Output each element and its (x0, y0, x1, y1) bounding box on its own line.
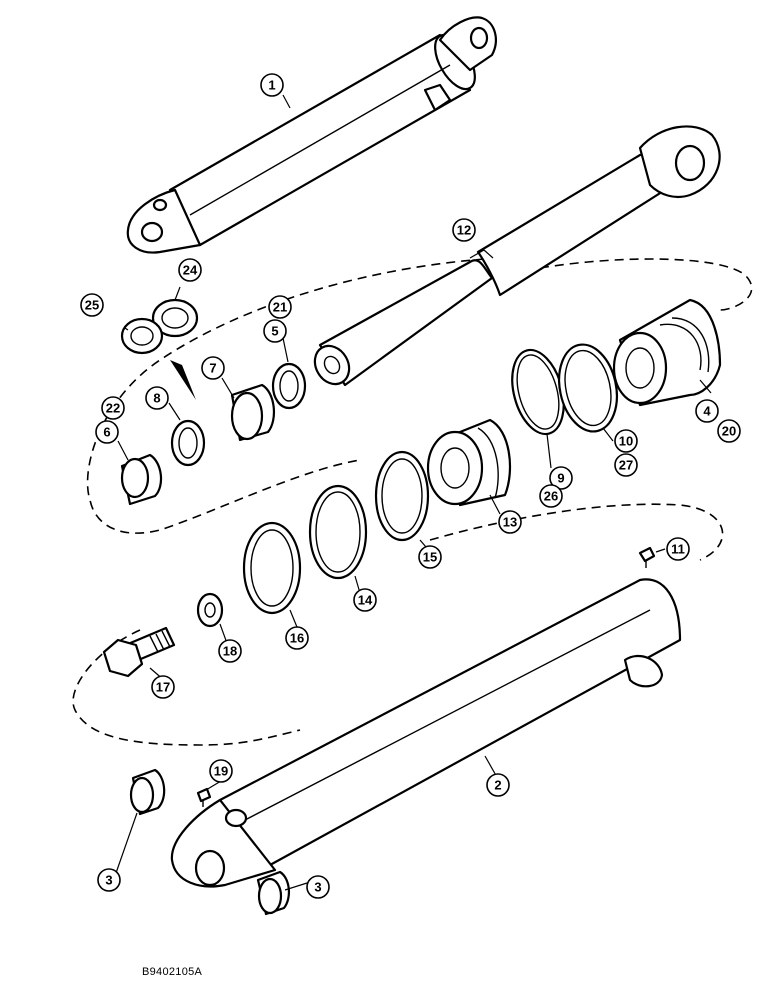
callout-25: 25 (80, 293, 104, 317)
bushing-part-3-left (129, 768, 166, 816)
svg-text:4: 4 (703, 404, 711, 419)
assembly-dashed-outline-upper (86, 257, 753, 534)
cylinder-tube-part-1 (126, 16, 497, 254)
callout-1: 1 (260, 73, 284, 97)
backup-ring-part-10 (558, 343, 618, 433)
callout-24: 24 (178, 258, 202, 282)
svg-text:27: 27 (619, 458, 633, 473)
callout-3-right: 3 (306, 875, 330, 899)
callout-4: 4 (695, 399, 719, 423)
bolt-part-17 (102, 626, 176, 678)
callout-16: 16 (285, 626, 309, 650)
callout-15: 15 (418, 545, 442, 569)
svg-text:15: 15 (423, 550, 437, 565)
callout-27: 27 (614, 453, 638, 477)
callout-5: 5 (263, 319, 287, 343)
svg-text:20: 20 (722, 424, 736, 439)
wiper-part-25 (120, 317, 164, 355)
callout-12: 12 (452, 218, 476, 242)
svg-text:11: 11 (671, 542, 685, 557)
svg-text:26: 26 (544, 489, 558, 504)
svg-text:22: 22 (106, 401, 120, 416)
ring-part-5 (271, 362, 307, 410)
callout-11: 11 (666, 537, 690, 561)
ring-part-14 (308, 484, 368, 580)
svg-text:24: 24 (183, 263, 198, 278)
callout-19: 19 (209, 759, 233, 783)
svg-text:3: 3 (105, 873, 112, 888)
washer-part-18 (196, 592, 224, 628)
svg-text:16: 16 (290, 631, 304, 646)
callout-2: 2 (486, 773, 510, 797)
callout-7: 7 (201, 356, 225, 380)
piston-rod-part-12 (313, 125, 721, 387)
svg-text:5: 5 (271, 324, 278, 339)
callout-21: 21 (268, 295, 292, 319)
callout-20: 20 (717, 419, 741, 443)
svg-text:6: 6 (103, 425, 110, 440)
cylinder-head-part-4 (612, 298, 722, 407)
callout-22: 22 (101, 396, 125, 420)
callout-26: 26 (539, 484, 563, 508)
callout-3-left: 3 (97, 868, 121, 892)
svg-text:2: 2 (494, 778, 501, 793)
callout-14: 14 (353, 588, 377, 612)
callout-8: 8 (145, 386, 169, 410)
seal-part-24 (151, 298, 199, 338)
callout-9: 9 (549, 466, 573, 490)
svg-text:7: 7 (209, 361, 216, 376)
grease-fitting-part-19 (196, 787, 212, 807)
svg-text:12: 12 (457, 223, 471, 238)
svg-text:10: 10 (619, 434, 633, 449)
svg-text:25: 25 (85, 298, 99, 313)
arrow-indicator (170, 360, 196, 400)
seal-part-15 (374, 450, 430, 542)
callout-6: 6 (95, 420, 119, 444)
svg-text:14: 14 (358, 593, 373, 608)
callout-13: 13 (498, 510, 522, 534)
ring-part-8 (170, 419, 206, 467)
bushing-part-7 (230, 383, 276, 442)
wear-ring-part-16 (242, 521, 302, 615)
svg-text:21: 21 (273, 300, 287, 315)
figure-id: B9402105A (142, 966, 203, 978)
svg-text:19: 19 (214, 764, 228, 779)
svg-text:3: 3 (314, 880, 321, 895)
callout-10: 10 (614, 429, 638, 453)
grease-fitting-part-11 (638, 546, 656, 568)
svg-text:17: 17 (156, 680, 170, 695)
bushing-part-6 (120, 453, 163, 506)
svg-text:1: 1 (268, 78, 275, 93)
svg-text:18: 18 (223, 644, 237, 659)
bushing-part-3-right (256, 870, 290, 916)
assembly-dashed-outline-lower (72, 503, 724, 746)
cylinder-barrel-part-2 (170, 578, 682, 888)
svg-text:8: 8 (153, 391, 160, 406)
callout-17: 17 (151, 675, 175, 699)
svg-text:9: 9 (557, 471, 564, 486)
callout-18: 18 (218, 639, 242, 663)
svg-text:13: 13 (503, 515, 517, 530)
piston-part-13 (426, 418, 512, 507)
